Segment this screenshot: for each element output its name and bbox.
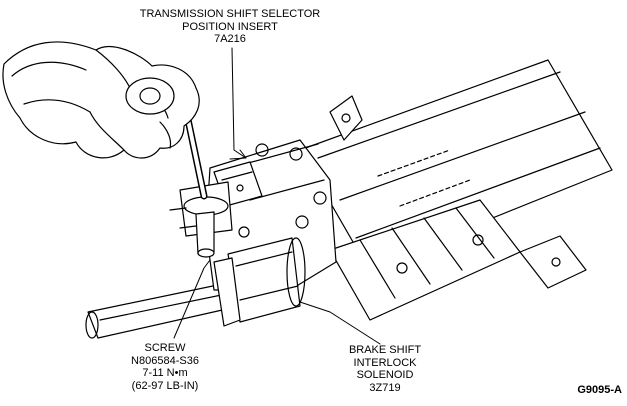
callout-screw-line-4: (62-97 LB-IN) bbox=[131, 379, 199, 392]
callout-screw: SCREW N806584-S36 7-11 N•m (62-97 LB-IN) bbox=[110, 342, 220, 392]
callout-selector-insert-line-2: POSITION INSERT bbox=[182, 20, 278, 33]
hand bbox=[2, 41, 200, 159]
callout-selector-insert-line-3: 7A216 bbox=[214, 33, 246, 45]
callout-solenoid-line-2: INTERLOCK bbox=[353, 356, 417, 369]
solenoid-body bbox=[213, 237, 306, 327]
mounting-bracket bbox=[329, 199, 587, 321]
callout-selector-insert: TRANSMISSION SHIFT SELECTOR POSITION INS… bbox=[120, 8, 340, 46]
callout-solenoid-line-3: SOLENOID bbox=[356, 369, 414, 381]
callout-screw-line-3: 7-11 N•m bbox=[142, 367, 188, 379]
callout-screw-line-2: N806584-S36 bbox=[131, 354, 199, 367]
figure-id: G9095-A bbox=[577, 384, 622, 396]
callout-screw-line-1: SCREW bbox=[144, 342, 186, 354]
callout-solenoid-line-4: 3Z719 bbox=[369, 381, 401, 394]
callout-solenoid-line-1: BRAKE SHIFT bbox=[348, 344, 422, 356]
callout-solenoid: BRAKE SHIFT INTERLOCK SOLENOID 3Z719 bbox=[330, 344, 440, 394]
steering-column bbox=[299, 59, 613, 269]
socket-wrench bbox=[169, 106, 233, 258]
leader-lines bbox=[173, 47, 381, 345]
callout-selector-insert-line-1: TRANSMISSION SHIFT SELECTOR bbox=[139, 8, 321, 20]
